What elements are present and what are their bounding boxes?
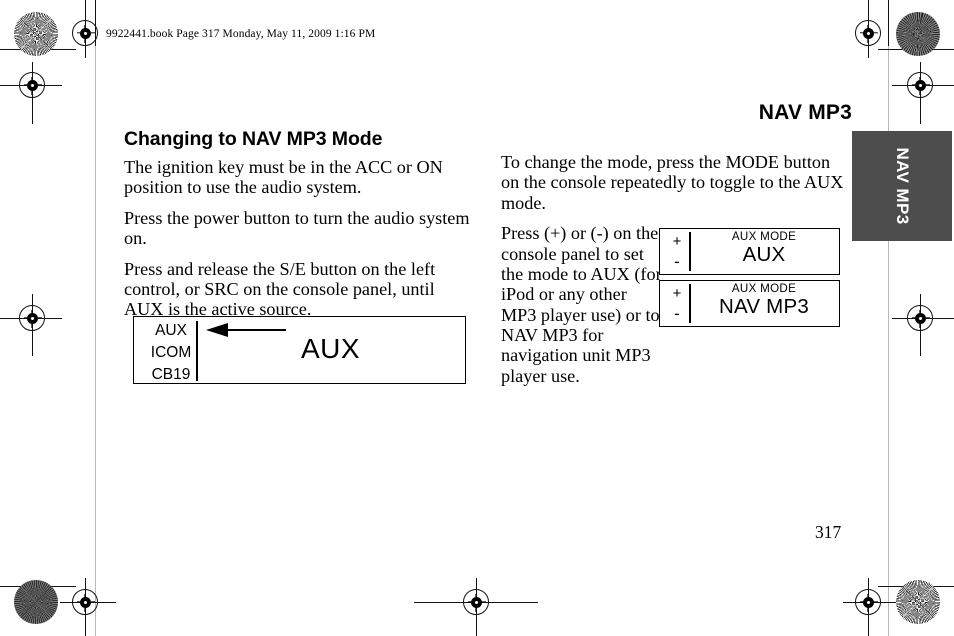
minus-key-label: - — [674, 252, 680, 272]
left-paragraph-3: Press and release the S/E button on the … — [124, 258, 436, 320]
registration-mark-bottom-center — [463, 589, 489, 615]
left-arrow-icon — [206, 323, 286, 337]
page-title: Changing to NAV MP3 Mode — [124, 128, 383, 150]
mode-display-body: AUX MODE AUX — [689, 230, 839, 266]
left-paragraph-2: Press the power button to turn the audio… — [124, 207, 470, 249]
mode-display-value: AUX — [742, 242, 786, 266]
registration-mark-bottom-left — [72, 589, 98, 615]
radio-source-list: AUX ICOM CB19 — [143, 320, 199, 386]
radio-source-item-aux: AUX — [155, 322, 187, 339]
trim-tick-top-right-v — [888, 0, 890, 46]
file-slug: 9922441.book Page 317 Monday, May 11, 20… — [106, 28, 376, 40]
registration-mark-bottom-right — [855, 589, 881, 615]
left-paragraph-1: The ignition key must be in the ACC or O… — [124, 157, 443, 198]
registration-bullseye-center — [866, 600, 870, 604]
trim-hairline-left — [95, 0, 96, 636]
trim-tick-top-left-v — [95, 0, 97, 46]
chapter-side-tab: NAV MP3 — [852, 131, 952, 241]
plus-key-label: + — [672, 285, 682, 302]
left-column: Changing to NAV MP3 Mode The ignition ke… — [124, 128, 470, 330]
right-column: To change the mode, press the MODE butto… — [501, 152, 846, 386]
radio-source-item-cb19: CB19 — [151, 365, 191, 383]
left-arrow-head — [206, 323, 228, 337]
mode-display-label: AUX MODE — [731, 282, 797, 295]
registration-mark-edge-left-bottom — [19, 305, 45, 331]
chapter-side-tab-label: NAV MP3 — [893, 147, 912, 225]
registration-bullseye-center — [83, 600, 87, 604]
registration-bullseye-center — [83, 31, 87, 35]
right-paragraph-1: To change the mode, press the MODE butto… — [501, 152, 844, 213]
minus-key-label: - — [674, 304, 680, 324]
plus-key-label: + — [672, 233, 682, 250]
registration-mark-edge-right-bottom — [907, 305, 933, 331]
registration-mark-top-left — [72, 20, 98, 46]
registration-bullseye-center — [474, 600, 478, 604]
trim-hairline-right — [888, 0, 889, 636]
registration-bullseye-center — [866, 31, 870, 35]
mode-display-aux: + - AUX MODE AUX — [659, 228, 840, 275]
density-patch-top-left — [14, 12, 58, 56]
mode-plus-minus-keys: + - — [666, 283, 688, 325]
page-number: 317 — [815, 522, 842, 542]
radio-selected-source: AUX — [300, 333, 361, 364]
registration-bullseye-center — [918, 83, 922, 87]
radio-source-display-figure: AUX ICOM CB19 AUX — [133, 316, 466, 384]
registration-mark-edge-left-top — [19, 72, 45, 98]
density-patch-bottom-left — [14, 580, 58, 624]
registration-mark-edge-right-top — [907, 72, 933, 98]
mode-display-label: AUX MODE — [731, 230, 797, 243]
density-patch-top-right — [896, 12, 940, 56]
mode-display-value: NAV MP3 — [719, 294, 809, 318]
left-arrow-shaft — [224, 329, 286, 331]
registration-bullseye-center — [30, 316, 34, 320]
running-head-title: NAV MP3 — [758, 101, 852, 124]
density-patch-bottom-right — [896, 580, 940, 624]
registration-mark-top-right — [855, 20, 881, 46]
mode-display-divider — [689, 232, 691, 271]
right-paragraph-2: Press (+) or (-) on the console panel to… — [501, 223, 662, 386]
mode-display-body: AUX MODE NAV MP3 — [689, 282, 839, 318]
radio-source-item-icom: ICOM — [150, 343, 192, 361]
radio-display-divider — [196, 321, 198, 381]
mode-plus-minus-keys: + - — [666, 231, 688, 273]
registration-bullseye-center — [30, 83, 34, 87]
mode-display-divider — [689, 284, 691, 323]
mode-display-nav-mp3: + - AUX MODE NAV MP3 — [659, 280, 840, 327]
registration-bullseye-center — [918, 316, 922, 320]
